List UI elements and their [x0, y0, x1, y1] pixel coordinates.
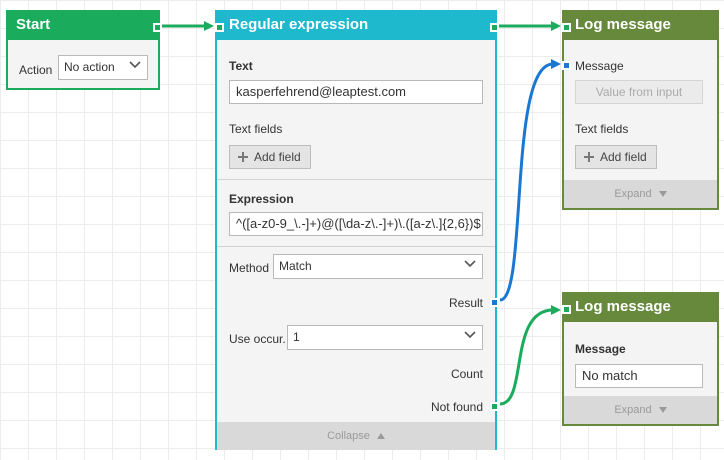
wire-result-to-message — [499, 62, 554, 302]
chevron-down-icon — [464, 331, 476, 339]
method-select[interactable]: Match — [273, 254, 483, 279]
regex-node[interactable]: Regular expression Text kasperfehrend@le… — [215, 10, 499, 450]
expand-button[interactable]: Expand — [564, 180, 717, 208]
caret-up-icon — [376, 433, 385, 440]
wire-arrow-message — [551, 59, 561, 69]
text-input-value: kasperfehrend@leaptest.com — [236, 84, 407, 99]
expand-label: Expand — [614, 404, 652, 416]
caret-down-icon — [658, 191, 667, 198]
caret-down-icon — [658, 407, 667, 414]
log-node-1-title: Log message — [575, 16, 671, 33]
start-output-port[interactable] — [153, 23, 162, 32]
expand-button[interactable]: Expand — [564, 396, 717, 424]
message-label: Message — [575, 59, 624, 73]
add-field-label: Add field — [254, 150, 301, 164]
chevron-down-icon — [129, 61, 141, 69]
start-node-title: Start — [16, 16, 51, 33]
chevron-down-icon — [464, 260, 476, 268]
message-input[interactable]: No match — [575, 364, 703, 388]
expand-label: Expand — [614, 188, 652, 200]
use-occur-label: Use occur. — [229, 332, 286, 346]
plus-icon — [238, 152, 248, 162]
message-input-port[interactable] — [562, 61, 571, 70]
use-occur-value: 1 — [293, 330, 300, 344]
add-field-label: Add field — [600, 150, 647, 164]
message-input-value: No match — [582, 368, 638, 383]
expression-input[interactable]: ^([a-z0-9_\.-]+)@([\da-z\.-]+)\.([a-z\.]… — [229, 212, 483, 236]
value-from-input-button: Value from input — [575, 80, 703, 104]
add-field-button[interactable]: Add field — [575, 145, 657, 169]
method-label: Method — [229, 261, 270, 275]
wire-arrow-regex — [204, 21, 214, 31]
collapse-button[interactable]: Collapse — [217, 422, 495, 450]
text-label: Text — [229, 59, 253, 73]
message-label: Message — [575, 342, 626, 356]
action-label: Action — [19, 63, 53, 77]
not-found-label: Not found — [430, 400, 483, 414]
result-label: Result — [448, 296, 483, 310]
method-select-value: Match — [279, 259, 312, 273]
not-found-output-port[interactable] — [490, 402, 499, 411]
text-fields-label: Text fields — [575, 122, 629, 136]
use-occur-select[interactable]: 1 — [287, 325, 483, 350]
log-node-2-input-port[interactable] — [562, 305, 571, 314]
result-output-port[interactable] — [490, 298, 499, 307]
section-divider — [217, 246, 495, 247]
start-node[interactable]: Start Action No action — [6, 10, 162, 90]
action-select-value: No action — [64, 60, 115, 74]
text-fields-label: Text fields — [229, 122, 283, 136]
log-node-2-title: Log message — [575, 298, 671, 315]
start-node-header[interactable]: Start — [6, 10, 160, 40]
section-divider — [217, 179, 495, 180]
expression-label: Expression — [229, 192, 294, 206]
text-input[interactable]: kasperfehrend@leaptest.com — [229, 80, 483, 104]
count-label: Count — [450, 367, 483, 381]
action-select[interactable]: No action — [58, 55, 148, 80]
regex-input-port[interactable] — [215, 23, 224, 32]
log-message-node-2[interactable]: Log message Message No match Expand — [562, 292, 719, 426]
log-node-1-header[interactable]: Log message — [562, 10, 719, 40]
log-message-node-1[interactable]: Log message Message Value from input Tex… — [562, 10, 719, 210]
collapse-label: Collapse — [327, 430, 370, 442]
wire-notfound-to-log2 — [499, 308, 554, 406]
add-field-button[interactable]: Add field — [229, 145, 311, 169]
regex-node-header[interactable]: Regular expression — [215, 10, 497, 40]
plus-icon — [584, 152, 594, 162]
wire-arrow-log2 — [551, 305, 561, 315]
wire-arrow-log1 — [551, 21, 561, 31]
log-node-2-header[interactable]: Log message — [562, 292, 719, 322]
log-node-1-input-port[interactable] — [562, 23, 571, 32]
expression-input-value: ^([a-z0-9_\.-]+)@([\da-z\.-]+)\.([a-z\.]… — [236, 216, 481, 231]
regex-output-port[interactable] — [490, 23, 499, 32]
regex-node-title: Regular expression — [229, 16, 369, 33]
value-from-input-label: Value from input — [595, 85, 683, 99]
